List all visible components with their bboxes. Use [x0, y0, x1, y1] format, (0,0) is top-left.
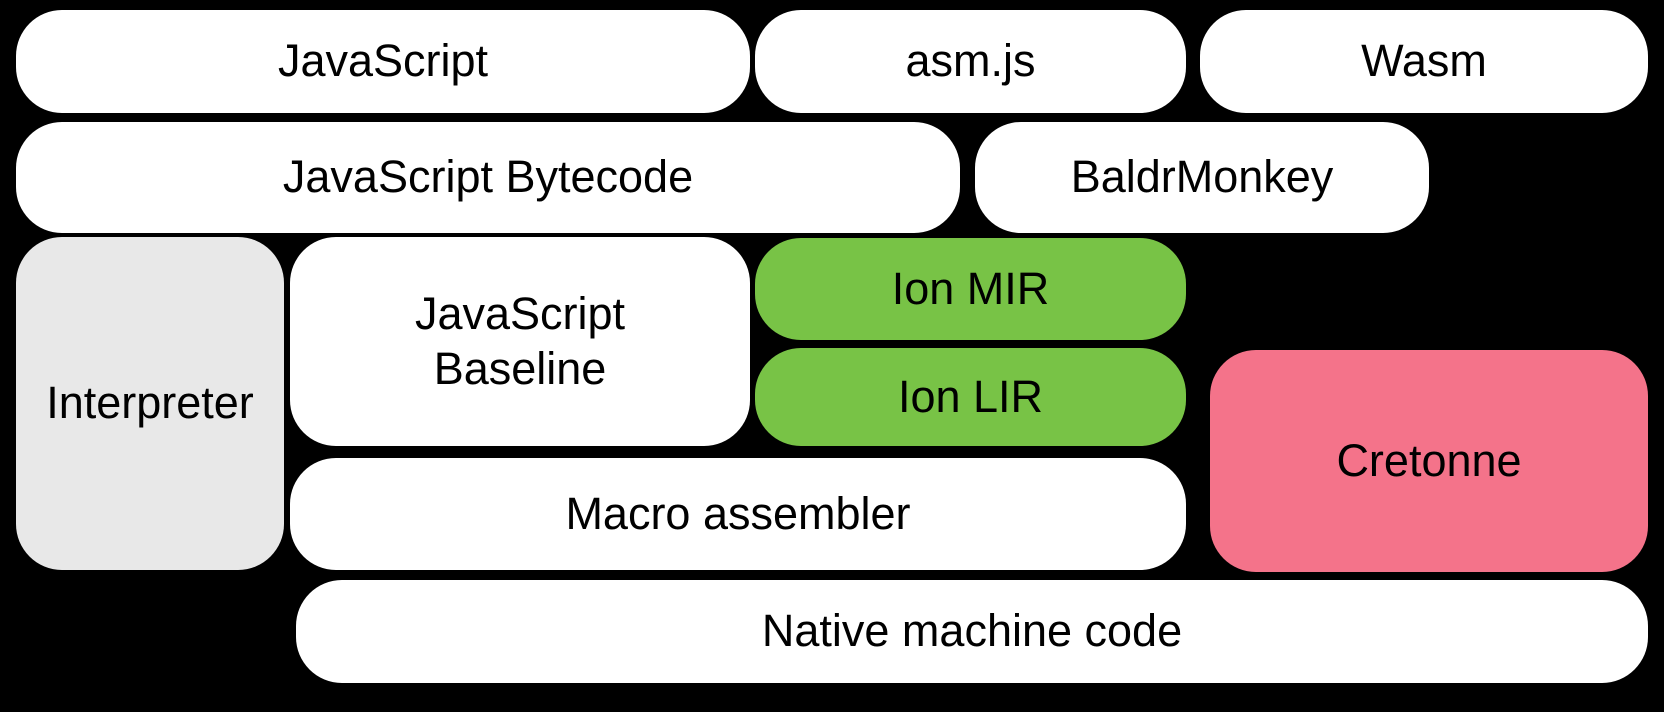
node-asmjs: asm.js [755, 10, 1186, 113]
node-baldrmonkey: BaldrMonkey [975, 122, 1429, 233]
node-baldrmonkey-label: BaldrMonkey [1070, 151, 1334, 203]
node-macro-assembler: Macro assembler [290, 458, 1186, 570]
node-interpreter: Interpreter [16, 237, 284, 570]
node-ion-lir-label: Ion LIR [897, 370, 1044, 422]
node-interpreter-label: Interpreter [46, 377, 254, 429]
node-ion-lir: Ion LIR [755, 348, 1186, 446]
node-javascript-bytecode-label: JavaScript Bytecode [282, 151, 694, 203]
node-asmjs-label: asm.js [905, 35, 1036, 87]
node-javascript-baseline: JavaScript Baseline [290, 237, 750, 446]
node-javascript-label: JavaScript [277, 35, 489, 87]
node-cretonne-label: Cretonne [1336, 434, 1522, 486]
node-javascript-baseline-label: JavaScript Baseline [414, 287, 626, 394]
node-ion-mir: Ion MIR [755, 238, 1186, 340]
node-macro-assembler-label: Macro assembler [565, 487, 911, 539]
node-wasm: Wasm [1200, 10, 1648, 113]
node-wasm-label: Wasm [1361, 35, 1487, 87]
node-javascript-bytecode: JavaScript Bytecode [16, 122, 960, 233]
node-javascript: JavaScript [16, 10, 750, 113]
node-cretonne: Cretonne [1210, 350, 1648, 572]
node-native-machine-code: Native machine code [296, 580, 1648, 683]
node-native-machine-code-label: Native machine code [761, 605, 1183, 657]
node-ion-mir-label: Ion MIR [891, 262, 1050, 314]
